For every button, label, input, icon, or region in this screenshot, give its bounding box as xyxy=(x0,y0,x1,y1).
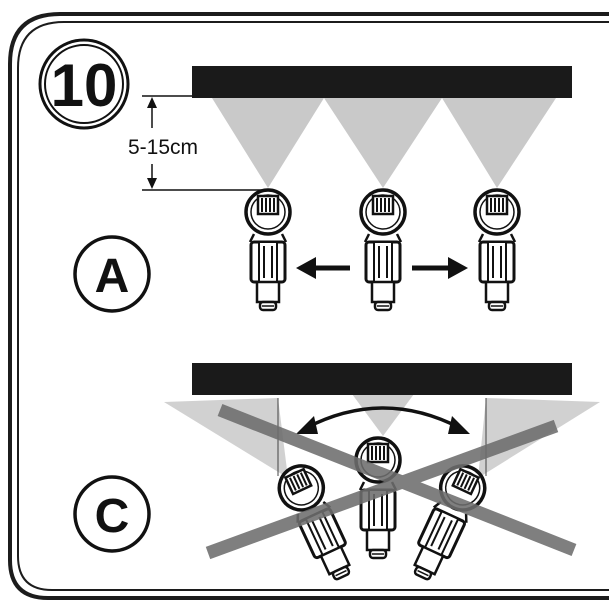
step-number: 10 xyxy=(51,52,118,119)
panel-a-badge: A xyxy=(73,235,151,313)
frame-inner xyxy=(17,21,609,591)
distance-dimension: 5-15cm xyxy=(128,95,268,191)
double-headed-arrow-icon xyxy=(296,406,470,434)
spray-fan-center xyxy=(352,394,414,436)
spray-cone xyxy=(324,98,442,188)
surface-bar-top xyxy=(192,66,572,98)
surface-bar-bottom xyxy=(192,363,572,395)
nozzle-icon xyxy=(359,188,407,312)
spray-cone xyxy=(442,98,556,188)
panel-a-letter: A xyxy=(95,250,130,303)
distance-label: 5-15cm xyxy=(128,136,198,159)
panel-c-badge: C xyxy=(73,475,151,553)
right-arrow-icon xyxy=(412,257,468,279)
nozzle-icon xyxy=(244,188,292,312)
spray-cone xyxy=(212,98,324,188)
nozzle-icon xyxy=(473,188,521,312)
step-badge: 10 xyxy=(38,38,130,130)
left-arrow-icon xyxy=(296,257,350,279)
cross-out-icon xyxy=(205,403,577,560)
frame-outer xyxy=(8,12,609,600)
panel-c-letter: C xyxy=(95,490,130,543)
